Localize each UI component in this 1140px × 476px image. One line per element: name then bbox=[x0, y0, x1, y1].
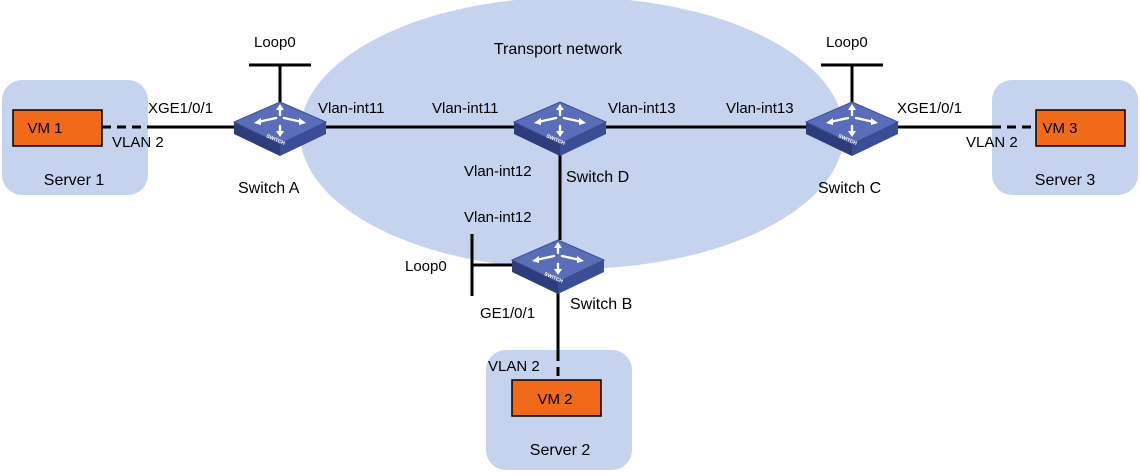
server-3-port-label: XGE1/0/1 bbox=[897, 100, 962, 117]
switch-d-label: Switch D bbox=[566, 169, 629, 186]
server-2-port-label: GE1/0/1 bbox=[480, 305, 535, 322]
switch-b-label: Switch B bbox=[570, 296, 632, 313]
server-2-label: Server 2 bbox=[530, 442, 591, 459]
switch-a-icon: SWITCH bbox=[232, 100, 328, 158]
vm-1-box bbox=[12, 109, 103, 147]
iface-d-b-bottom: Vlan-int12 bbox=[464, 209, 532, 226]
switch-c-loop-label: Loop0 bbox=[826, 34, 868, 51]
switch-a-label: Switch A bbox=[238, 180, 300, 197]
switch-c-icon: SWITCH bbox=[804, 100, 900, 158]
vm-3-label: VM 3 bbox=[1042, 120, 1077, 137]
vm-2-label: VM 2 bbox=[537, 391, 572, 408]
iface-d-c-right: Vlan-int13 bbox=[726, 100, 794, 117]
switch-a-loop-label: Loop0 bbox=[254, 34, 296, 51]
vm-1-label: VM 1 bbox=[27, 120, 62, 137]
iface-d-c-left: Vlan-int13 bbox=[608, 100, 676, 117]
switch-d-icon: SWITCH bbox=[512, 100, 608, 158]
vm-2-box bbox=[511, 379, 602, 417]
switch-b-icon: SWITCH bbox=[510, 238, 606, 296]
iface-a-d-left: Vlan-int11 bbox=[318, 100, 384, 117]
server-1-vlan-label: VLAN 2 bbox=[112, 134, 164, 151]
iface-d-b-top: Vlan-int12 bbox=[464, 163, 532, 180]
vm-3-box bbox=[1035, 109, 1126, 147]
server-2-vlan-label: VLAN 2 bbox=[488, 358, 540, 375]
switch-c-label: Switch C bbox=[818, 180, 881, 197]
switch-b-loop-label: Loop0 bbox=[405, 258, 447, 275]
server-3-vlan-label: VLAN 2 bbox=[966, 134, 1018, 151]
transport-network-label: Transport network bbox=[494, 41, 623, 58]
server-1-label: Server 1 bbox=[44, 172, 105, 189]
server-1-port-label: XGE1/0/1 bbox=[148, 100, 213, 117]
server-3-label: Server 3 bbox=[1035, 172, 1096, 189]
iface-a-d-right: Vlan-int11 bbox=[432, 100, 498, 117]
